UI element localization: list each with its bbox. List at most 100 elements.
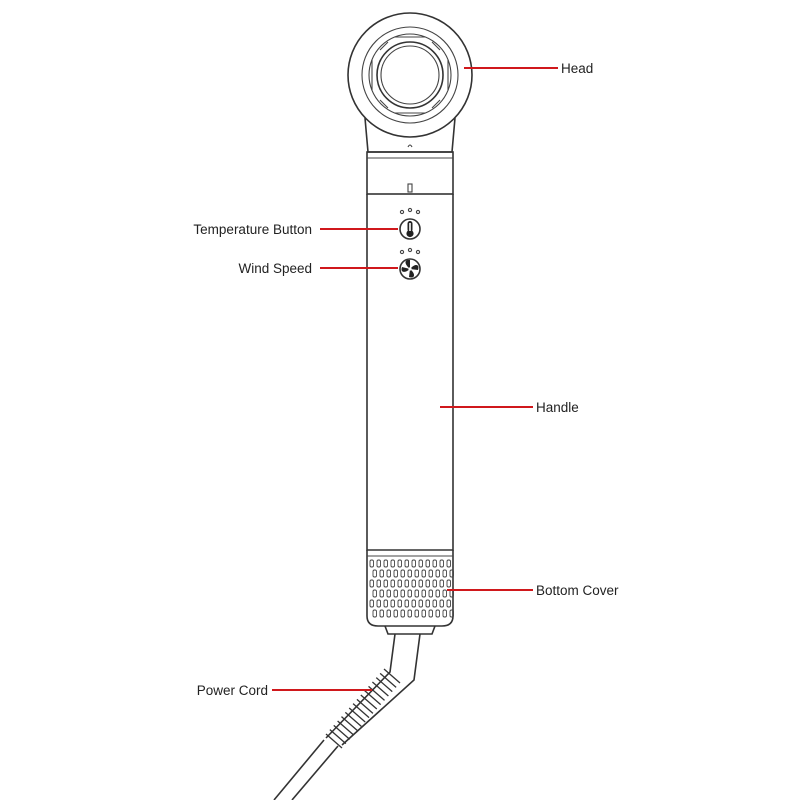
grille-slot	[446, 599, 451, 608]
label-power-cord: Power Cord	[197, 683, 268, 698]
callout-bottom-cover: Bottom Cover	[447, 583, 619, 598]
label-temperature-button: Temperature Button	[193, 222, 312, 237]
grille-slot	[421, 569, 426, 578]
grille-slot	[386, 589, 391, 598]
grille-slot	[435, 569, 440, 578]
grille-slot	[432, 579, 437, 588]
grille-slot	[421, 589, 426, 598]
grille-slot	[400, 589, 405, 598]
grille-slot	[376, 559, 381, 568]
grille-slot	[439, 599, 444, 608]
grille-slot	[400, 569, 405, 578]
grille-slot	[414, 609, 419, 618]
grille-slot	[390, 559, 395, 568]
grille-slot	[407, 569, 412, 578]
label-handle: Handle	[536, 400, 579, 415]
grille-slot	[449, 609, 454, 618]
grille-slot	[376, 599, 381, 608]
sleeve-rib	[329, 729, 347, 745]
grille-slot	[418, 559, 423, 568]
callout-temperature-button: Temperature Button	[193, 222, 398, 237]
grille-slot	[411, 579, 416, 588]
callout-wind-speed: Wind Speed	[238, 261, 398, 276]
label-wind-speed: Wind Speed	[238, 261, 312, 276]
grille-slot	[383, 559, 388, 568]
grille-slot	[369, 579, 374, 588]
grille-slot	[442, 609, 447, 618]
sleeve-rib	[344, 711, 362, 727]
grille-slot	[425, 579, 430, 588]
power-cord	[273, 633, 421, 800]
grille-slot	[407, 609, 412, 618]
sleeve-rib	[364, 690, 382, 706]
sleeve-rib	[383, 668, 401, 684]
grille-slot	[411, 559, 416, 568]
cord-strain-relief-ribs	[325, 668, 401, 749]
wind-speed-button[interactable]	[399, 247, 421, 280]
temperature-button[interactable]	[399, 207, 421, 240]
grille-slot	[404, 579, 409, 588]
grille-slot	[393, 609, 398, 618]
dryer-collar	[366, 144, 454, 195]
grille-slot	[397, 559, 402, 568]
grille-slot	[372, 609, 377, 618]
callout-handle: Handle	[440, 400, 579, 415]
bottom-cover-grille	[369, 559, 454, 618]
sleeve-rib	[371, 681, 389, 697]
grille-slot	[449, 569, 454, 578]
sleeve-rib	[356, 698, 374, 714]
grille-slot	[379, 589, 384, 598]
grille-slot	[432, 559, 437, 568]
grille-slot	[414, 569, 419, 578]
grille-slot	[435, 589, 440, 598]
sleeve-rib	[325, 733, 343, 749]
grille-slot	[383, 599, 388, 608]
callout-power-cord: Power Cord	[197, 683, 372, 698]
grille-slot	[372, 569, 377, 578]
grille-slot	[369, 559, 374, 568]
grille-slot	[407, 589, 412, 598]
grille-slot	[383, 579, 388, 588]
grille-slot	[379, 609, 384, 618]
grille-slot	[425, 559, 430, 568]
grille-slot	[446, 559, 451, 568]
grille-slot	[386, 609, 391, 618]
grille-slot	[397, 579, 402, 588]
grille-slot	[428, 609, 433, 618]
thermometer-icon	[406, 221, 414, 238]
sleeve-rib	[379, 672, 397, 688]
grille-slot	[435, 609, 440, 618]
callout-head: Head	[464, 61, 593, 76]
grille-slot	[414, 589, 419, 598]
grille-slot	[442, 569, 447, 578]
sleeve-rib	[337, 720, 355, 736]
grille-slot	[418, 579, 423, 588]
grille-slot	[442, 589, 447, 598]
grille-slot	[386, 569, 391, 578]
grille-slot	[411, 599, 416, 608]
grille-slot	[390, 579, 395, 588]
fan-icon	[401, 259, 419, 278]
sleeve-rib	[375, 677, 393, 693]
grille-slot	[425, 599, 430, 608]
grille-slot	[439, 579, 444, 588]
grille-slot	[393, 589, 398, 598]
dryer-handle	[366, 194, 454, 551]
grille-slot	[432, 599, 437, 608]
sleeve-rib	[341, 716, 358, 732]
dryer-bottom-cover	[366, 550, 454, 635]
grille-slot	[404, 559, 409, 568]
grille-slot	[400, 609, 405, 618]
grille-slot	[428, 589, 433, 598]
grille-slot	[379, 569, 384, 578]
label-head: Head	[561, 61, 593, 76]
grille-slot	[369, 599, 374, 608]
grille-slot	[393, 569, 398, 578]
dryer-head	[347, 12, 473, 153]
grille-slot	[418, 599, 423, 608]
grille-slot	[397, 599, 402, 608]
grille-slot	[421, 609, 426, 618]
sleeve-rib	[360, 694, 378, 710]
grille-slot	[428, 569, 433, 578]
